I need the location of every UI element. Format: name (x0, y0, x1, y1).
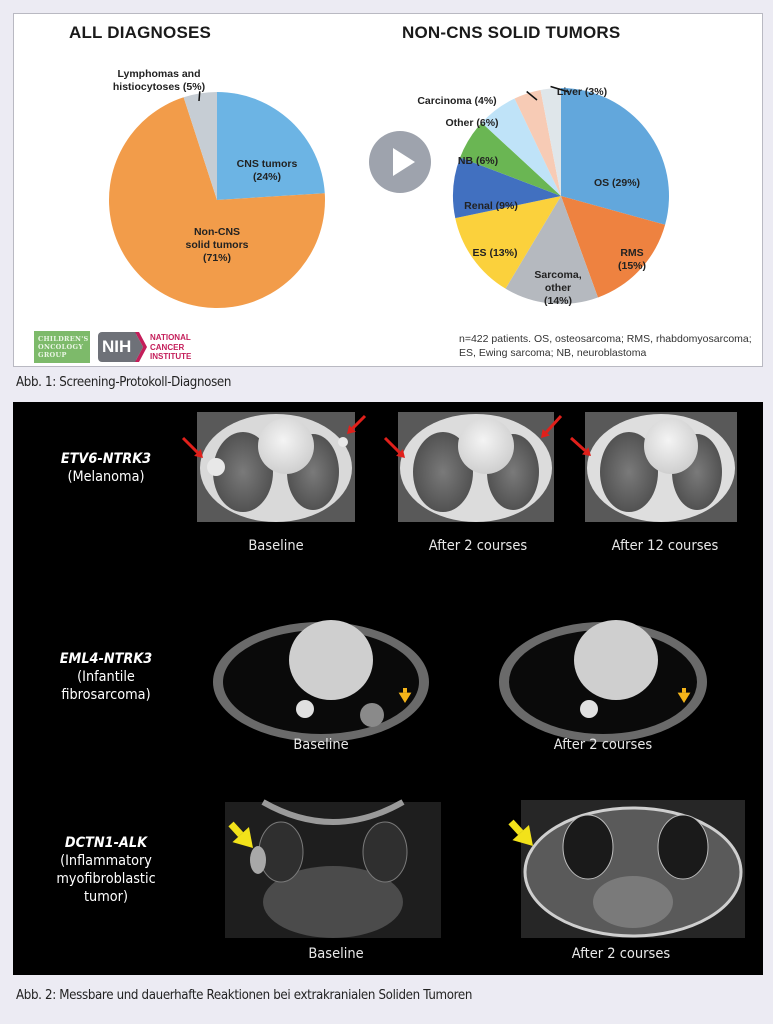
diagnosis: myofibroblastic (56, 871, 156, 887)
image-label: After 12 courses (611, 538, 719, 554)
pie-slice-carcinoma (514, 89, 561, 196)
red-arrow-icon (383, 436, 401, 454)
image-label: After 2 courses (571, 946, 671, 962)
pie-slice-sarcoma-other (505, 196, 598, 304)
red-arrow-icon (569, 436, 587, 452)
slice-label: RMS(15%) (618, 247, 646, 272)
nci-logo-line: NATIONAL (150, 333, 191, 342)
red-arrow-icon-head (396, 449, 405, 458)
pie-slice-es (455, 196, 561, 289)
cog-logo-line: GROUP (38, 351, 67, 359)
ct-scan-row1-after-12 (585, 412, 737, 522)
orange-arrow-icon-head (398, 692, 412, 703)
red-arrow-icon-head (194, 449, 203, 458)
figure-2-panel: ETV6-NTRK3 (Melanoma) EML4-NTRK3 (Infant… (13, 402, 763, 975)
mri-scan-row3-baseline (225, 799, 441, 938)
red-arrow-icon (545, 414, 563, 434)
red-arrow-icon-head (541, 428, 550, 438)
leader-line (198, 91, 201, 102)
red-arrow-icon-head (581, 447, 591, 456)
row-label-eml4: EML4-NTRK3 (Infantile fibrosarcoma) (46, 650, 166, 704)
red-arrow-icon-head (347, 425, 356, 434)
yellow-arrow-icon-head (512, 825, 533, 846)
leader-line (526, 90, 538, 101)
image-label: After 2 courses (553, 737, 653, 753)
ct-scan-row1-baseline (197, 412, 355, 522)
pie-slice-renal (453, 157, 561, 219)
yellow-arrow-icon (228, 821, 244, 837)
figure-1-panel: ALL DIAGNOSES NON-CNS SOLID TUMORS CNS t… (13, 13, 763, 367)
nih-logo: NIH (98, 332, 136, 362)
slice-label: Other (6%) (445, 117, 498, 129)
chart-title-non-cns: NON-CNS SOLID TUMORS (402, 23, 621, 42)
diagnosis: (Melanoma) (67, 469, 145, 485)
pie-slice-lymphomas-and-histiocytoses (183, 92, 217, 200)
pie-slice-cns-tumors (217, 92, 325, 200)
chart-title-all-diagnoses: ALL DIAGNOSES (69, 23, 212, 42)
yellow-arrow-icon-head (232, 827, 253, 848)
image-label: Baseline (308, 946, 364, 962)
image-label: Baseline (248, 538, 304, 554)
image-label: Baseline (293, 737, 349, 753)
figure-1-caption: Abb. 1: Screening-Protokoll-Diagnosen (16, 374, 232, 390)
slice-label: Liver (3%) (557, 86, 607, 98)
nih-chevron-icon (135, 332, 147, 362)
ct-scan-row2-after-2 (499, 620, 707, 742)
yellow-arrow-icon (508, 819, 524, 835)
footnote-line: n=422 patients. OS, osteosarcoma; RMS, r… (459, 333, 752, 345)
red-arrow-icon (351, 414, 367, 430)
pie-slice-liver (540, 88, 561, 196)
nci-logo: NATIONAL CANCER INSTITUTE (150, 333, 191, 362)
red-arrow-icon (181, 436, 199, 454)
slice-label: Sarcoma,other(14%) (534, 269, 581, 307)
slice-label: NB (6%) (458, 155, 498, 167)
footnote-line: ES, Ewing sarcoma; NB, neuroblastoma (459, 347, 647, 359)
scan-images (181, 412, 745, 938)
pie-slice-os (561, 88, 669, 225)
slice-label: Carcinoma (4%) (417, 95, 496, 107)
row-label-dctn1: DCTN1-ALK (Inflammatory myofibroblastic … (37, 834, 175, 906)
slice-label: Renal (9%) (464, 200, 518, 212)
mri-scan-row3-after-2 (521, 800, 745, 938)
diagnosis: fibrosarcoma) (61, 687, 151, 703)
leader-line (550, 85, 570, 93)
figure-2-caption: Abb. 2: Messbare und dauerhafte Reaktion… (16, 987, 473, 1003)
slice-label: OS (29%) (594, 177, 640, 189)
diagnosis: tumor) (84, 889, 128, 905)
nci-logo-line: INSTITUTE (150, 352, 192, 361)
nci-logo-line: CANCER (150, 342, 185, 352)
diagnosis: (Infantile (77, 669, 135, 685)
diagnosis: (Inflammatory (60, 853, 152, 869)
pie-slice-nb (460, 122, 561, 196)
pie-slice-non-cns-solid-tumors (109, 97, 325, 309)
image-label: After 2 courses (428, 538, 528, 554)
ct-scan-row2-baseline (213, 620, 429, 742)
cog-logo: CHILDREN'S ONCOLOGY GROUP (34, 331, 90, 363)
chart-footnote: n=422 patients. OS, osteosarcoma; RMS, r… (459, 332, 759, 360)
orange-arrow-icon-head (677, 692, 691, 703)
pie-slice-rms (561, 196, 666, 298)
gene-name: DCTN1-ALK (64, 835, 148, 851)
row-label-etv6: ETV6-NTRK3 (Melanoma) (46, 450, 166, 486)
cog-logo-line: ONCOLOGY (38, 343, 84, 351)
gene-name: EML4-NTRK3 (59, 651, 153, 667)
gene-name: ETV6-NTRK3 (60, 451, 152, 467)
pie-chart-non-cns: OS (29%) RMS(15%) Sarcoma,other(14%) ES (13… (417, 85, 669, 307)
pie-slice-other (481, 98, 561, 196)
cog-logo-line: CHILDREN'S (38, 335, 89, 343)
play-icon[interactable] (369, 131, 431, 193)
ct-scan-row1-after-2 (398, 412, 554, 522)
slice-label: CNS tumors(24%) (237, 158, 298, 183)
slice-label: ES (13%) (473, 247, 518, 259)
